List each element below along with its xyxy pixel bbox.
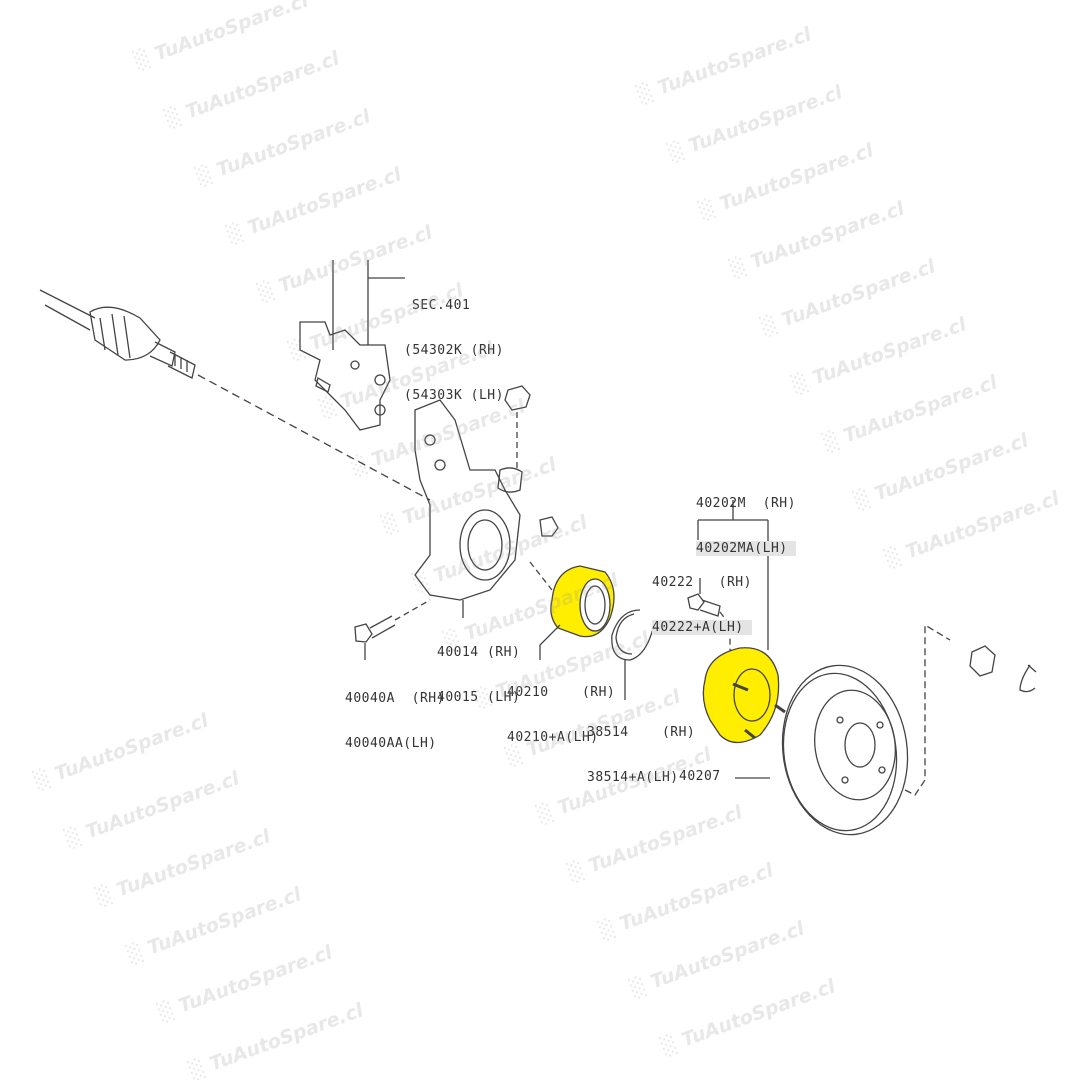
steering-knuckle <box>414 399 523 618</box>
label-line: 38514+A(LH) <box>587 770 679 785</box>
label-line: 40202M (RH) <box>696 496 796 511</box>
label-line: 40210+A(LH) <box>507 730 599 745</box>
label-line: (54302K (RH) <box>404 343 504 358</box>
label-line: 40210 (RH) <box>507 685 616 700</box>
label-line: 40040AA(LH) <box>345 736 437 751</box>
drive-shaft <box>39 289 431 501</box>
label-rotor: 40207 <box>679 769 721 784</box>
label-strut: SEC.401 (54302K (RH) (54303K (LH) <box>404 268 504 433</box>
label-line: 40202MA(LH) <box>696 541 796 556</box>
label-hub-assembly: 40202M (RH) 40202MA(LH) <box>696 466 796 586</box>
label-knuckle: 40014 (RH) 40015 (LH) <box>437 615 520 735</box>
label-line: 40014 (RH) <box>437 645 521 660</box>
wheel-bearing <box>529 561 615 660</box>
label-line: 40222 (RH) <box>652 575 752 590</box>
wheel-hub <box>697 500 786 744</box>
wheel-nut <box>969 645 1037 693</box>
strut <box>299 260 405 431</box>
snap-ring <box>611 609 656 700</box>
label-line: SEC.401 <box>412 298 471 313</box>
label-line: 40015 (LH) <box>437 690 521 705</box>
label-knuckle-bolt: 40040A (RH) 40040AA(LH) <box>345 661 445 781</box>
label-line: (54303K (LH) <box>404 388 504 403</box>
label-snap-ring: 38514 (RH) 38514+A(LH) <box>587 695 695 815</box>
label-bolt: 40222 (RH) 40222+A(LH) <box>652 545 752 665</box>
knuckle-bolt <box>354 599 431 660</box>
label-bearing: 40210 (RH) 40210+A(LH) <box>507 655 615 775</box>
label-line: 38514 (RH) <box>587 725 696 740</box>
clip-nut <box>539 516 559 537</box>
nut <box>504 385 531 468</box>
label-line: 40222+A(LH) <box>652 620 752 635</box>
brake-rotor <box>735 623 951 836</box>
label-line: 40040A (RH) <box>345 691 445 706</box>
